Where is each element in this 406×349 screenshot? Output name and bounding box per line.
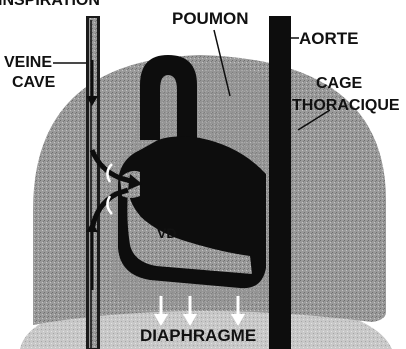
label-poumon: POUMON xyxy=(172,10,249,27)
label-thoracique: THORACIQUE xyxy=(292,98,400,114)
label-veine: VEINE xyxy=(4,55,52,71)
label-diaphragme: DIAPHRAGME xyxy=(140,327,256,344)
label-cave: CAVE xyxy=(12,75,55,91)
label-aorte: AORTE xyxy=(299,30,359,47)
label-vd: VD xyxy=(157,226,176,240)
aorta-vessel xyxy=(269,16,291,349)
label-cage: CAGE xyxy=(316,76,362,92)
diagram-title: INSPIRATION xyxy=(0,0,100,9)
